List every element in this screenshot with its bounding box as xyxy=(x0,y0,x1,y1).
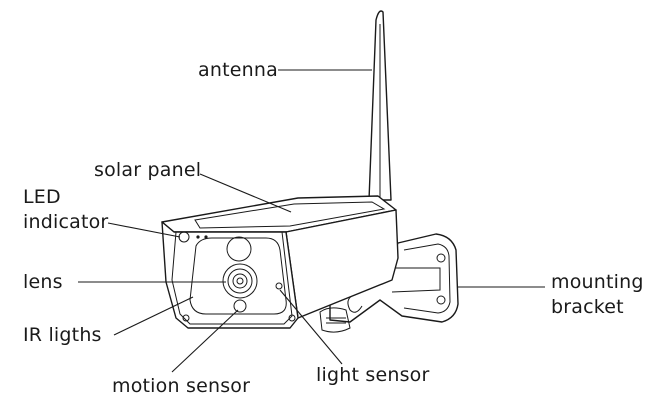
lens-label: lens xyxy=(23,271,63,293)
mounting-bracket-label-line1: mounting xyxy=(551,271,644,293)
led-indicator-label-line1: LED xyxy=(23,186,61,208)
antenna-label: antenna xyxy=(198,59,278,81)
mounting-bracket-label-line2: bracket xyxy=(551,296,624,318)
antenna-drawing xyxy=(368,10,392,201)
light-sensor-leader xyxy=(279,289,343,365)
mounting-bracket-drawing xyxy=(319,233,459,333)
camera-body-drawing xyxy=(161,195,399,329)
motion-sensor-label: motion sensor xyxy=(112,375,251,397)
led-indicator-label-line2: indicator xyxy=(23,211,109,233)
ir-lights-leader xyxy=(113,296,194,336)
solar-panel-label: solar panel xyxy=(94,159,202,181)
motion-sensor-leader xyxy=(171,309,239,373)
ir-lights-label: IR ligths xyxy=(23,324,102,346)
solar-panel-leader xyxy=(199,173,292,213)
light-sensor-label: light sensor xyxy=(316,364,430,386)
led-leader xyxy=(107,222,181,238)
